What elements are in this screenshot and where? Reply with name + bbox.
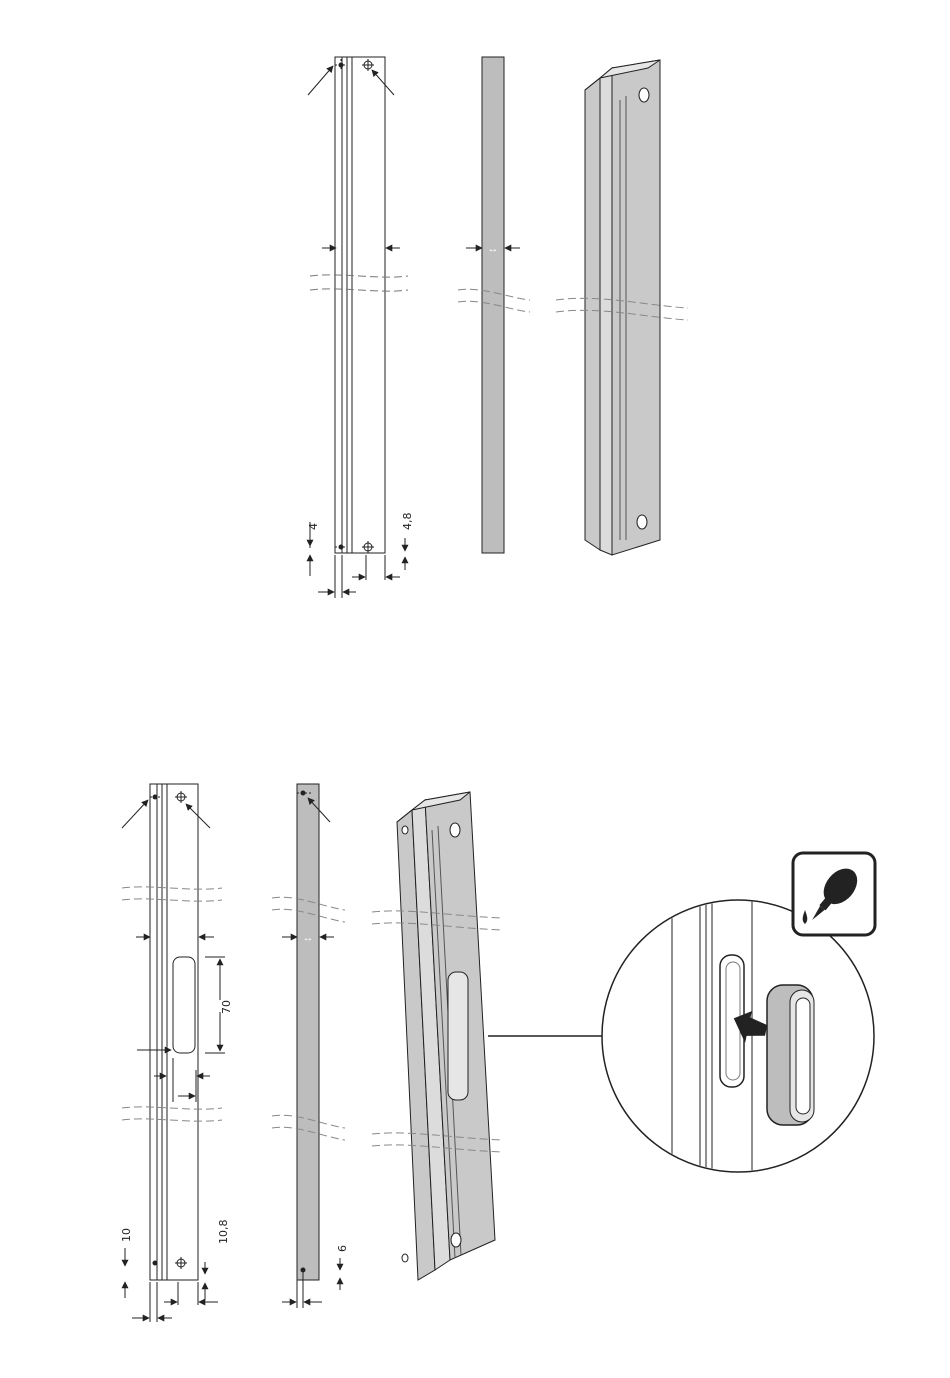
3d-slot-cutout [448,972,468,1100]
recessed-handle-insert [767,985,814,1125]
bottom-dim-left-offset: 10 [120,1228,133,1242]
top-flat-profile [308,57,408,598]
top-dim-right-offset: 4,8 [401,513,414,531]
bottom-dim-slot-length: 70 [220,1000,233,1014]
bottom-figure: 10 10,8 70 [120,784,875,1322]
top-3d-profile [556,60,688,555]
bottom-dim-right-offset: 10,8 [217,1220,230,1245]
bottom-strip: ↔ [272,784,345,1308]
top-figure: 4 4,8 ↔ [307,57,688,598]
top-dim-left-offset: 4 [307,523,320,530]
bottom-bottom-hole-left-icon [153,1261,157,1265]
detail-view [602,900,874,1180]
width-symbol-icon: ↔ [488,243,499,255]
bottom-flat-profile [122,784,225,1322]
bottom-width-symbol-icon: ↔ [303,932,314,944]
top-strip: ↔ [458,57,530,553]
bottom-3d-profile [372,792,502,1280]
bottom-dim-strip-offset: 6 [336,1245,349,1252]
glue-bottle-icon [793,853,875,935]
